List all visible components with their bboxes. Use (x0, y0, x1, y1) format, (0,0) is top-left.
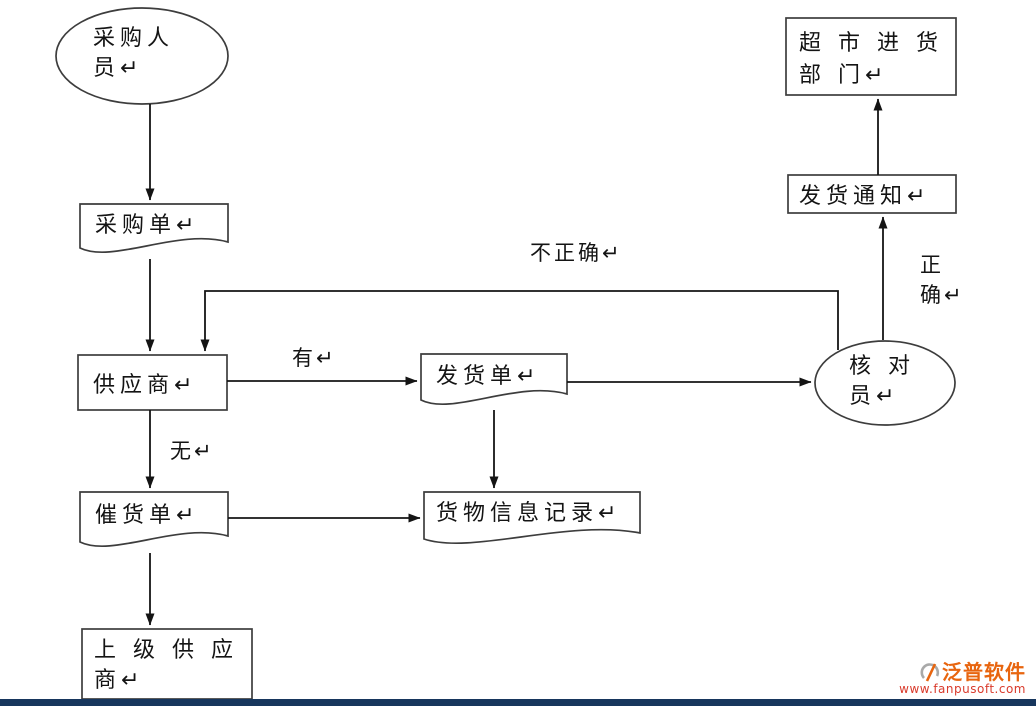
supplier-rect-shape (77, 354, 228, 411)
expedite-order-document-shape (79, 491, 229, 547)
delivery-note-document-shape (420, 353, 568, 405)
edge-label-correct: 正 确↵ (920, 253, 965, 307)
goods-record-document-shape (423, 491, 641, 545)
arrow-checker-incorrect-feedback-to-supplier (200, 290, 839, 352)
supplier-node-label: 供应商↵ (93, 373, 198, 398)
delivery-notice-rect-shape (787, 174, 957, 214)
edge-label-none: 无↵ (170, 439, 215, 463)
supermarket-dept-rect-shape (785, 17, 957, 96)
purchase-order-document-shape (79, 203, 229, 253)
goods-record-node-label: 货物信息记录↵ (436, 501, 622, 526)
delivery-note-node-label: 发货单↵ (436, 364, 541, 389)
watermark-url-text: www.fanpusoft.com (899, 681, 1026, 696)
fanpu-logo-icon (920, 662, 940, 682)
fanpu-watermark: 泛普软件 www.fanpusoft.com (899, 661, 1026, 696)
superior-supplier-rect-shape (81, 628, 253, 700)
checker-ellipse-shape (814, 340, 956, 426)
edge-label-has: 有↵ (292, 346, 337, 370)
purchase-order-node-label: 采购单↵ (95, 213, 200, 238)
watermark-brand-text: 泛普软件 (942, 659, 1026, 684)
supermarket-dept-node-label: 超 市 进 货 部 门↵ (799, 31, 943, 88)
purchaser-ellipse-shape (55, 7, 229, 105)
expedite-order-node-label: 催货单↵ (95, 503, 200, 528)
bottom-border-bar (0, 699, 1036, 706)
purchaser-node-label: 采购人 员↵ (93, 26, 175, 81)
edge-label-incorrect: 不正确↵ (530, 241, 623, 265)
checker-node-label: 核 对 员↵ (849, 354, 915, 409)
delivery-notice-node-label: 发货通知↵ (799, 184, 931, 209)
superior-supplier-node-label: 上 级 供 应 商↵ (94, 638, 238, 693)
